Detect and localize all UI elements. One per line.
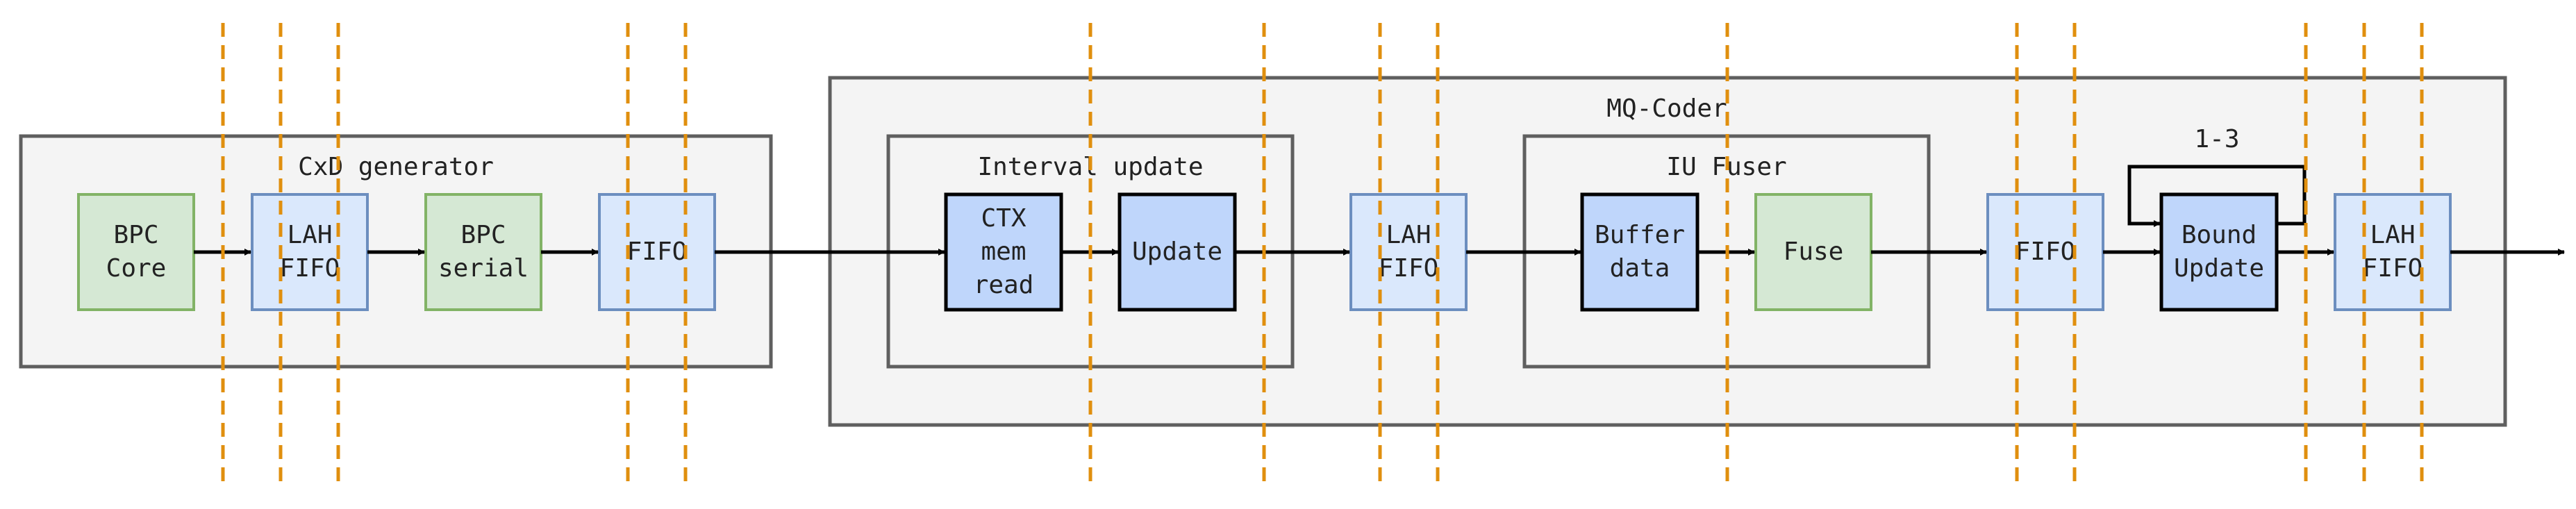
block-buffer-data: Buffer data (1580, 192, 1700, 312)
block-buffer-line1: Buffer (1595, 221, 1685, 249)
block-bpc-core-line1: BPC (113, 221, 158, 249)
block-bpc-core: BPC Core (77, 193, 195, 311)
block-ctx-line3: read (974, 271, 1034, 299)
block-ctx-mem-read: CTX mem read (944, 192, 1063, 312)
block-lah-fifo-2: LAH FIFO (1349, 193, 1468, 311)
block-lah-fifo-3: LAH FIFO (2334, 193, 2452, 311)
block-lah-fifo-2-line2: FIFO (1379, 254, 1439, 283)
block-lah-fifo-2-line1: LAH (1386, 221, 1431, 249)
block-ctx-line2: mem (981, 237, 1026, 266)
block-update-line1: Update (1132, 237, 1222, 266)
pipeline-stage-lines (221, 23, 2424, 486)
block-lah-fifo-3-line2: FIFO (2363, 254, 2423, 283)
loop-label: 1-3 (2194, 125, 2239, 153)
arrows (194, 165, 2565, 256)
block-fifo-2: FIFO (1986, 193, 2104, 311)
block-lah-fifo-1-line1: LAH (287, 221, 332, 249)
block-fuse: Fuse (1754, 193, 1872, 311)
block-fifo-1-line1: FIFO (627, 237, 688, 266)
block-lah-fifo-3-line1: LAH (2370, 221, 2415, 249)
cxd-generator-title: CxD generator (298, 153, 494, 181)
block-lah-fifo-1-line2: FIFO (280, 254, 340, 283)
block-buffer-line2: data (1610, 254, 1670, 283)
block-bound-update: Bound Update (2159, 192, 2279, 312)
block-update: Update (1117, 192, 1237, 312)
mq-coder-title: MQ-Coder (1606, 94, 1727, 123)
block-ctx-line1: CTX (981, 204, 1026, 233)
block-bound-line2: Update (2174, 254, 2264, 283)
loop-arrow-bound-update (2127, 165, 2307, 227)
block-bpc-core-line2: Core (106, 254, 167, 283)
block-bound-line1: Bound (2182, 221, 2257, 249)
block-lah-fifo-1: LAH FIFO (251, 193, 369, 311)
block-fifo-2-line1: FIFO (2016, 237, 2076, 266)
block-bpc-serial-line1: BPC (460, 221, 506, 249)
block-bpc-serial-line2: serial (438, 254, 529, 283)
block-fifo-1: FIFO (598, 193, 716, 311)
block-fuse-line1: Fuse (1784, 237, 1844, 266)
block-bpc-serial: BPC serial (424, 193, 542, 311)
